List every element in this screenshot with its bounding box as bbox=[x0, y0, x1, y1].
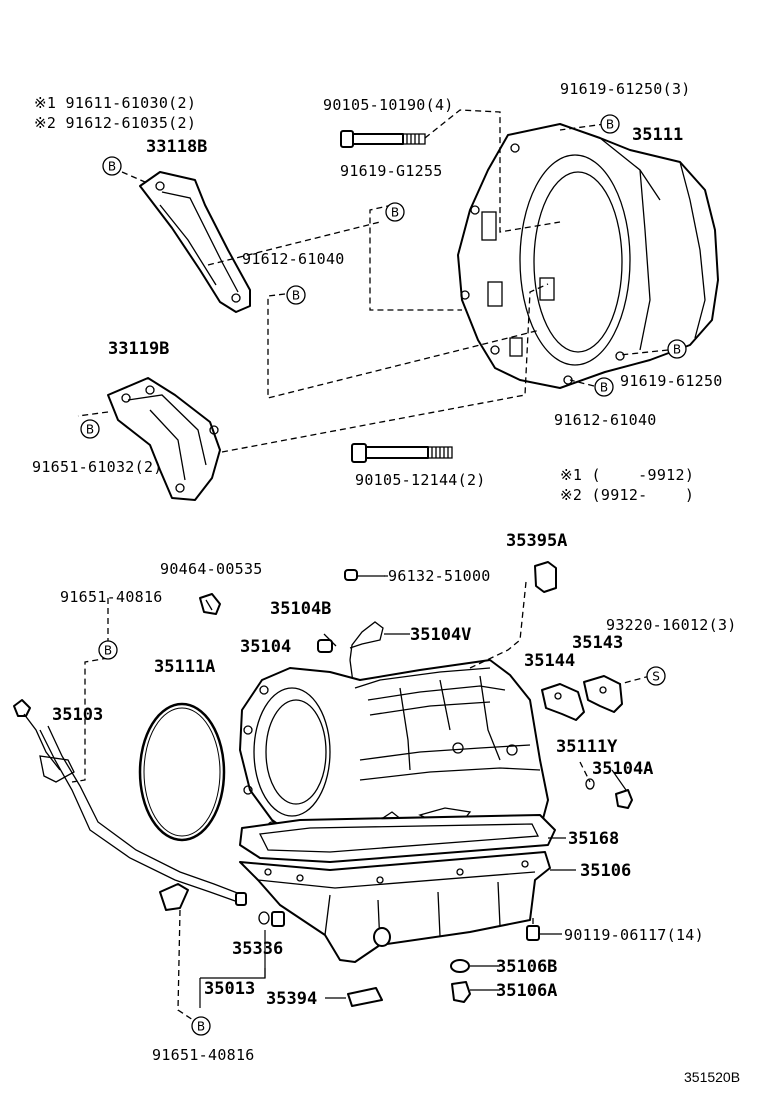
label-35168: 35168 bbox=[568, 829, 619, 849]
label-35111: 35111 bbox=[632, 125, 683, 145]
label-91651-61032: 91651-61032(2) bbox=[32, 458, 163, 476]
marker-b: B bbox=[108, 160, 116, 174]
label-96132-51000: 96132-51000 bbox=[388, 567, 491, 585]
label-range1: ※1 ( -9912) bbox=[560, 466, 694, 484]
upper-leaders bbox=[77, 109, 669, 453]
plate-35143 bbox=[583, 675, 623, 713]
label-35104: 35104 bbox=[240, 637, 291, 657]
label-35106: 35106 bbox=[580, 861, 631, 881]
label-35013: 35013 bbox=[204, 979, 255, 999]
o-ring-35336 bbox=[258, 911, 285, 927]
label-35394: 35394 bbox=[266, 989, 317, 1009]
marker-s: S bbox=[652, 670, 660, 684]
marker-b: B bbox=[292, 289, 300, 303]
plate-35144 bbox=[541, 683, 585, 721]
label-33119b: 33119B bbox=[108, 339, 169, 359]
marker-b: B bbox=[86, 423, 94, 437]
label-35111a: 35111A bbox=[154, 657, 215, 677]
housing-35111 bbox=[457, 123, 719, 389]
drain-plug-35106a bbox=[451, 981, 471, 1003]
marker-b: B bbox=[197, 1020, 205, 1034]
marker-b: B bbox=[673, 343, 681, 357]
label-note2: ※2 91612-61035(2) bbox=[34, 114, 196, 132]
label-90119-06117: 90119-06117(14) bbox=[564, 926, 704, 944]
label-91651-40816-top: 91651-40816 bbox=[60, 588, 163, 606]
o-ring-35111a bbox=[138, 702, 226, 842]
label-35104a: 35104A bbox=[592, 759, 653, 779]
bolt-90105-12144 bbox=[351, 443, 453, 463]
connector-35395a bbox=[534, 561, 557, 593]
clip-90464-00535 bbox=[199, 593, 221, 615]
label-93220-16012: 93220-16012(3) bbox=[606, 616, 737, 634]
o-ring-35111y bbox=[585, 778, 595, 790]
label-90105-12144: 90105-12144(2) bbox=[355, 471, 486, 489]
label-91612-61040-right: 91612-61040 bbox=[554, 411, 657, 429]
dipstick-35103 bbox=[13, 699, 75, 783]
marker-b: B bbox=[606, 118, 614, 132]
label-35395a: 35395A bbox=[506, 531, 567, 551]
marker-b: B bbox=[391, 206, 399, 220]
label-35104b: 35104B bbox=[270, 599, 331, 619]
upper-markers: B B B B B B B bbox=[80, 114, 687, 439]
bracket-33119b bbox=[107, 377, 221, 501]
plug-35104a bbox=[615, 789, 633, 809]
label-35111y: 35111Y bbox=[556, 737, 618, 757]
label-35143: 35143 bbox=[572, 633, 623, 653]
label-91619-61250-top: 91619-61250(3) bbox=[560, 80, 691, 98]
label-35106a: 35106A bbox=[496, 981, 557, 1001]
label-91651-40816-bottom: 91651-40816 bbox=[152, 1046, 255, 1064]
label-35336: 35336 bbox=[232, 939, 283, 959]
label-35106b: 35106B bbox=[496, 957, 557, 977]
plug-96132-51000 bbox=[344, 569, 385, 581]
label-35144: 35144 bbox=[524, 651, 575, 671]
label-90105-10190: 90105-10190(4) bbox=[323, 96, 454, 114]
label-91619-g1255: 91619-G1255 bbox=[340, 162, 443, 180]
label-note1: ※1 91611-61030(2) bbox=[34, 94, 196, 112]
label-90464-00535: 90464-00535 bbox=[160, 560, 263, 578]
gasket-35168 bbox=[239, 814, 556, 863]
label-91612-61040-top: 91612-61040 bbox=[242, 250, 345, 268]
magnet-35394 bbox=[347, 987, 383, 1007]
marker-b: B bbox=[600, 381, 608, 395]
label-35104v: 35104V bbox=[410, 625, 471, 645]
gasket-35106b bbox=[450, 959, 470, 973]
plug-35104b bbox=[317, 633, 337, 653]
marker-b: B bbox=[104, 644, 112, 658]
label-33118b: 33118B bbox=[146, 137, 207, 157]
bolt-90119-06117 bbox=[526, 918, 540, 941]
lower-leaders bbox=[71, 575, 651, 1023]
lower-markers: B S B bbox=[98, 640, 666, 1036]
bolt-90105-10190 bbox=[340, 130, 426, 148]
oil-pan-35106 bbox=[239, 851, 551, 963]
figure-id: 351520B bbox=[684, 1069, 740, 1085]
bracket-33118b bbox=[139, 171, 251, 313]
label-range2: ※2 (9912- ) bbox=[560, 486, 694, 504]
label-35103: 35103 bbox=[52, 705, 103, 725]
filler-tube-35013 bbox=[39, 725, 247, 911]
label-91619-61250-right: 91619-61250 bbox=[620, 372, 723, 390]
